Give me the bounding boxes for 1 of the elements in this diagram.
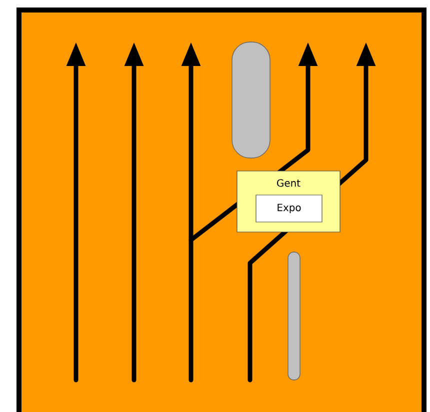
destination-box: Expo xyxy=(256,194,322,222)
